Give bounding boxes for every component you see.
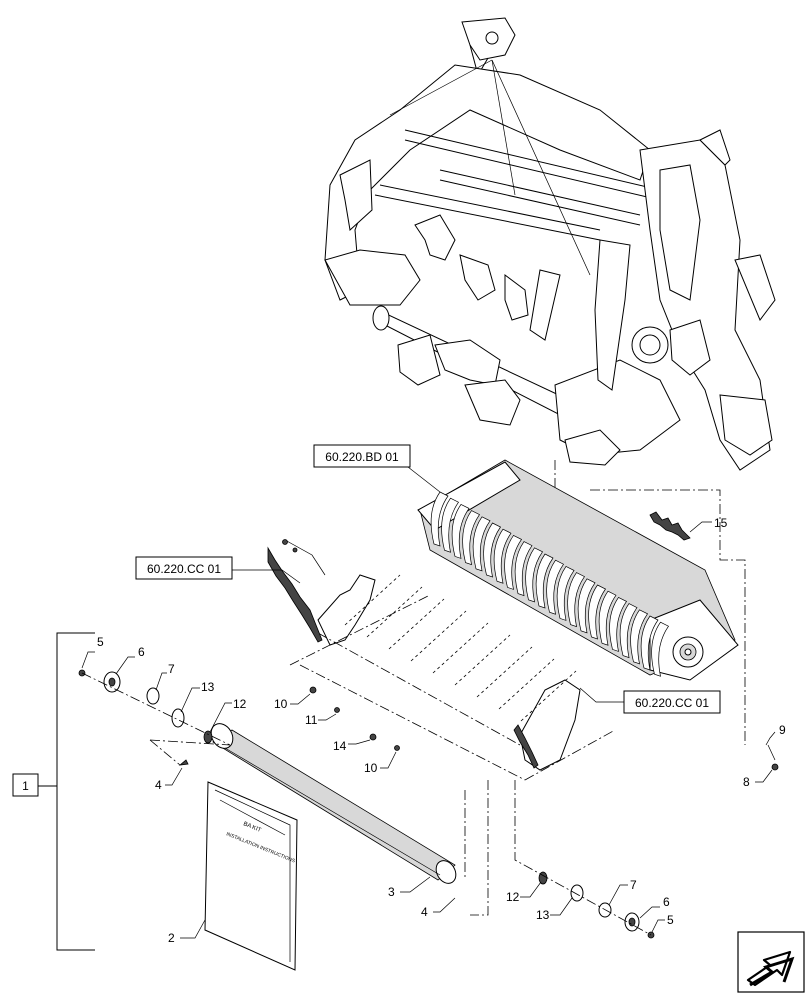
rotor-tine xyxy=(630,609,649,665)
callout-4-left-text: 4 xyxy=(155,778,162,792)
callout-6-left-text: 6 xyxy=(138,645,145,659)
callout-13-right-text: 13 xyxy=(536,908,550,922)
rotor-tine xyxy=(483,522,502,578)
callout-7-right-text: 7 xyxy=(630,878,637,892)
callout-5-right-text: 5 xyxy=(667,913,674,927)
callout-12-left: 12 xyxy=(209,697,247,733)
tine-row xyxy=(366,586,423,638)
callout-12-right: 12 xyxy=(506,881,542,904)
rotor-tine xyxy=(651,621,670,677)
tine-row xyxy=(454,634,511,686)
callout-11-text: 11 xyxy=(305,713,318,727)
rotor-tine xyxy=(619,603,638,659)
rotor-tine xyxy=(430,491,449,547)
kit-bracket: 1 xyxy=(12,632,95,951)
rotor-tine xyxy=(546,559,565,615)
tine-row xyxy=(520,670,577,722)
reference-box-cc01-left-text: 60.220.CC 01 xyxy=(147,562,221,576)
callout-15: 15 xyxy=(689,516,728,533)
callout-10-lower-text: 10 xyxy=(364,761,378,775)
rotor-tine xyxy=(588,584,607,640)
reference-box-bd01[interactable]: 60.220.BD 01 xyxy=(313,444,411,468)
callout-3-text: 3 xyxy=(388,885,395,899)
kit-label: 1 xyxy=(22,779,29,793)
rotor-tine xyxy=(493,528,512,584)
callout-2-text: 2 xyxy=(168,931,175,945)
callout-3: 3 xyxy=(388,876,431,899)
kit-label-box xyxy=(12,773,39,797)
callout-13-left: 13 xyxy=(180,680,215,713)
callout-12-left-text: 12 xyxy=(233,697,247,711)
callout-14: 14 xyxy=(333,739,371,753)
tine-row xyxy=(344,574,401,626)
callout-10-upper-text: 10 xyxy=(274,697,288,711)
rotor-tine xyxy=(598,590,617,646)
callout-6-right-text: 6 xyxy=(663,895,670,909)
callout-12-right-text: 12 xyxy=(506,890,520,904)
rotor-tine xyxy=(609,596,628,652)
callout-15-text: 15 xyxy=(714,516,728,530)
rotor-tine xyxy=(525,547,544,603)
rotor-tine xyxy=(640,615,659,671)
rotor-tine xyxy=(556,565,575,621)
callout-7-right: 7 xyxy=(608,878,637,906)
callout-6-left: 6 xyxy=(115,645,145,675)
tine-row xyxy=(388,598,445,650)
tine-row xyxy=(498,658,555,710)
callout-4-left: 4 xyxy=(155,767,183,792)
rotor-assembly xyxy=(417,459,739,681)
reference-box-cc01-left[interactable]: 60.220.CC 01 xyxy=(135,556,233,580)
tine-rows xyxy=(344,574,577,722)
tine-row xyxy=(476,646,533,698)
rotor-tine xyxy=(577,578,596,634)
callout-7-left: 7 xyxy=(155,662,175,691)
rotor-tine xyxy=(451,503,470,559)
callout-9: 9 xyxy=(765,723,786,746)
part-3-shaft xyxy=(210,723,457,884)
rotor-tine xyxy=(514,541,533,597)
callout-8: 8 xyxy=(743,769,773,789)
callout-13-left-text: 13 xyxy=(201,680,215,694)
callout-7-left-text: 7 xyxy=(168,662,175,676)
tine-bar-assembly xyxy=(267,539,616,781)
tine-row xyxy=(432,622,489,674)
part-2-booklet: BA KIT INSTALLATION INSTRUCTIONS xyxy=(204,781,298,971)
rotor-tine xyxy=(462,510,481,566)
callout-5-left-text: 5 xyxy=(97,635,104,649)
callout-11: 11 xyxy=(305,713,337,727)
reference-box-bd01-text: 60.220.BD 01 xyxy=(325,450,399,464)
callout-6-right: 6 xyxy=(639,895,670,919)
tine-row xyxy=(410,610,467,662)
reference-box-cc01-right[interactable]: 60.220.CC 01 xyxy=(623,690,721,714)
callout-5-right: 5 xyxy=(651,913,674,933)
callout-4-right-text: 4 xyxy=(421,905,428,919)
right-hardware xyxy=(282,539,779,939)
rotor-tine xyxy=(504,534,523,590)
callout-13-right: 13 xyxy=(536,897,573,922)
arrow-next-icon[interactable] xyxy=(737,931,805,993)
callout-10-upper: 10 xyxy=(274,693,311,711)
callout-5-left: 5 xyxy=(81,635,104,669)
baler-frame xyxy=(324,17,776,471)
rotor-tine xyxy=(441,497,460,553)
callout-8-text: 8 xyxy=(743,775,750,789)
left-hardware xyxy=(78,669,231,766)
callout-10-lower: 10 xyxy=(364,751,397,775)
rotor-tines xyxy=(430,491,670,677)
callout-14-text: 14 xyxy=(333,739,347,753)
callout-9-text: 9 xyxy=(779,723,786,737)
callout-2: 2 xyxy=(168,919,206,945)
part-15-chain xyxy=(649,511,691,541)
rotor-tine xyxy=(567,572,586,628)
callout-4-right: 4 xyxy=(421,897,456,919)
rotor-tine xyxy=(535,553,554,609)
rotor-tine xyxy=(472,516,491,572)
reference-box-cc01-right-text: 60.220.CC 01 xyxy=(635,696,709,710)
